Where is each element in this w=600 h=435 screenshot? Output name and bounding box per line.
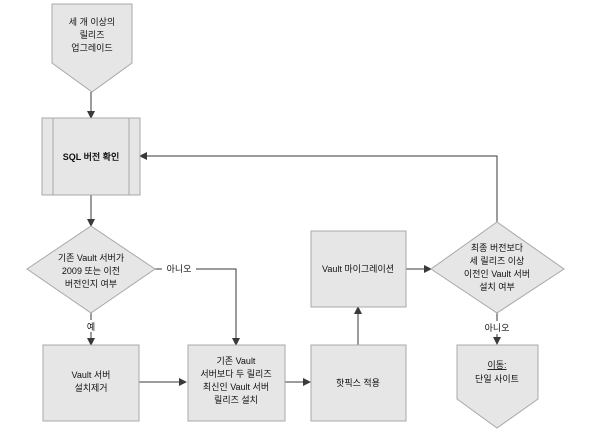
edge-decision-loop xyxy=(139,152,498,222)
edge-label-no-right: 아니오 xyxy=(167,264,192,274)
hotfix-label: 핫픽스 적용 xyxy=(336,377,380,388)
decision-latest-line-2: 세 릴리즈 이상 xyxy=(470,256,525,266)
decision-latest-line-4: 설치 여부 xyxy=(479,281,515,292)
start-line-2: 릴리즈 xyxy=(80,30,105,40)
install-line-3: 최신인 Vault 서버 xyxy=(203,382,269,392)
edge-label-yes: 예 xyxy=(87,322,95,332)
sql-check-label: SQL 버전 확인 xyxy=(63,151,119,162)
goto-title: 이동: xyxy=(487,360,506,370)
sql-check-node: SQL 버전 확인 xyxy=(41,117,141,196)
decision-latest-line-1: 최종 버전보다 xyxy=(471,243,524,253)
migrate-label: Vault 마이그레이션 xyxy=(322,264,394,274)
start-node: 세 개 이상의 릴리즈 업그레이드 xyxy=(51,3,133,93)
uninstall-node: Vault 서버 설치제거 xyxy=(42,344,140,422)
decision-old-version: 기존 Vault 서버가 2009 또는 이전 버전인지 여부 xyxy=(26,225,156,314)
start-line-1: 세 개 이상의 xyxy=(69,17,115,27)
migrate-node: Vault 마이그레이션 xyxy=(310,230,407,308)
edge-label-no-down: 아니오 xyxy=(485,323,510,333)
decision-old-line-1: 기존 Vault 서버가 xyxy=(58,253,124,263)
install-line-2: 서버보다 두 릴리즈 xyxy=(200,369,271,379)
uninstall-line-1: Vault 서버 xyxy=(72,370,111,380)
hotfix-node: 핫픽스 적용 xyxy=(310,344,407,422)
edge-labels: 예 아니오 아니오 xyxy=(86,262,515,334)
install-line-4: 릴리즈 설치 xyxy=(214,394,258,405)
goto-line-1: 단일 사이트 xyxy=(475,374,519,384)
uninstall-line-2: 설치제거 xyxy=(74,382,107,393)
decision-old-line-3: 버전인지 여부 xyxy=(65,278,117,289)
decision-latest: 최종 버전보다 세 릴리즈 이상 이전인 Vault 서버 설치 여부 xyxy=(430,221,565,314)
connectors xyxy=(87,92,501,386)
goto-node: 이동: 단일 사이트 xyxy=(456,344,539,429)
install-line-1: 기존 Vault xyxy=(217,356,256,366)
edge-decision-no xyxy=(155,268,240,346)
install-node: 기존 Vault 서버보다 두 릴리즈 최신인 Vault 서버 릴리즈 설치 xyxy=(187,344,286,422)
decision-latest-line-3: 이전인 Vault 서버 xyxy=(464,269,530,279)
decision-old-line-2: 2009 또는 이전 xyxy=(62,266,120,276)
start-line-3: 업그레이드 xyxy=(71,43,112,53)
